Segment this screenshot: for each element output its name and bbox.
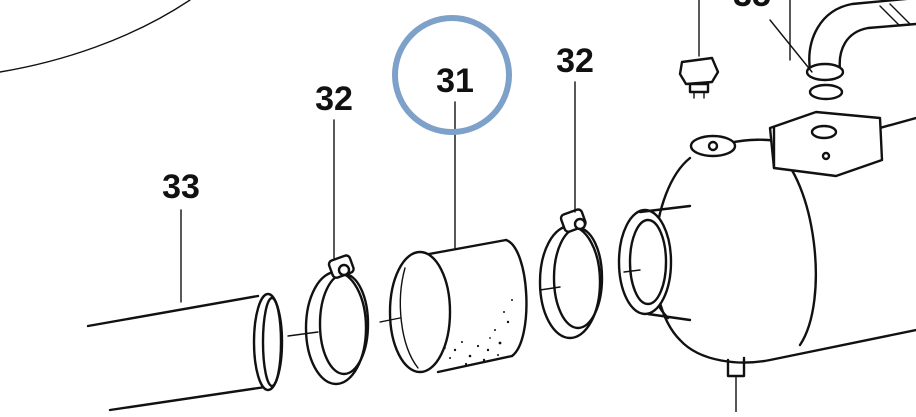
elbow-pipe[interactable] — [789, 0, 916, 101]
part-32-right-clamp[interactable] — [538, 208, 604, 340]
leader-lines — [180, 19, 813, 303]
part-31-sleeve[interactable] — [388, 238, 528, 374]
sleeve-shading — [444, 299, 513, 366]
callout-33: 33 — [162, 168, 200, 206]
background-arc — [0, 0, 191, 73]
callout-35: 35 — [733, 0, 771, 14]
highlight-circle — [392, 15, 512, 135]
flange[interactable] — [768, 110, 884, 178]
part-33-pipe[interactable] — [86, 292, 284, 412]
center-axis — [287, 269, 641, 337]
part-32-left-clamp[interactable] — [304, 254, 370, 386]
callout-32-left: 32 — [315, 80, 353, 118]
callout-32-right: 32 — [556, 42, 594, 80]
callout-31: 31 — [436, 62, 474, 100]
plug[interactable] — [678, 0, 720, 99]
